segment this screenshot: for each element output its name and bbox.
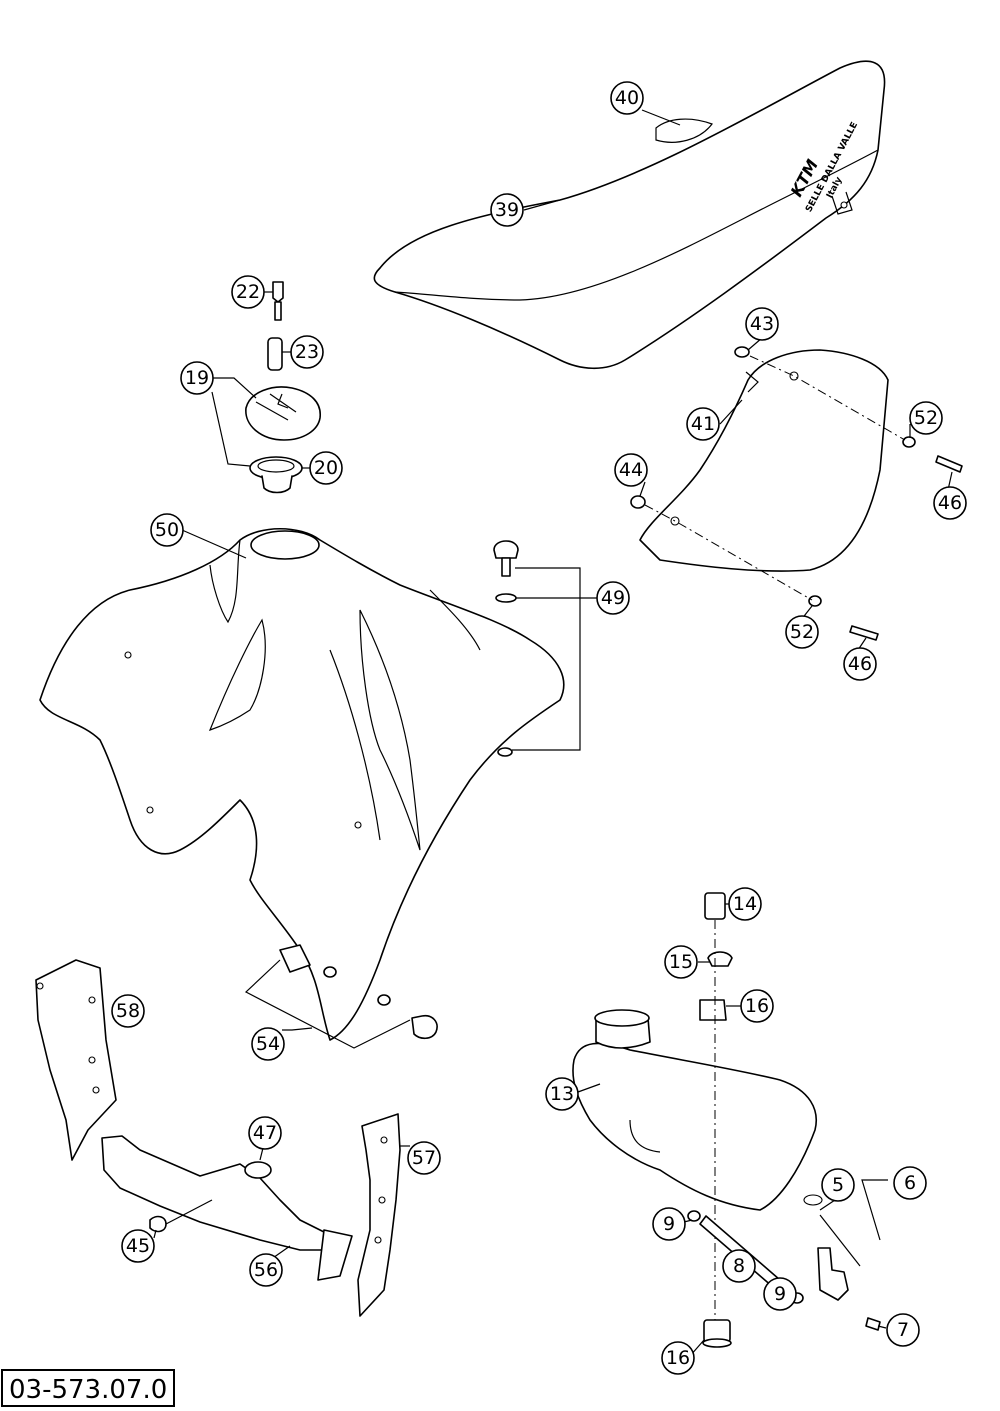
svg-text:14: 14 [733,893,757,915]
svg-text:54: 54 [256,1033,280,1055]
svg-text:5: 5 [832,1174,844,1196]
callout-14: 14 [728,887,762,921]
svg-text:58: 58 [116,1000,140,1022]
callout-52-upper: 52 [909,401,943,435]
fuel-cap-assembly [245,281,321,494]
svg-text:8: 8 [733,1255,745,1277]
screw-49 [493,540,600,757]
callout-56: 56 [249,1253,283,1287]
callout-9-left: 9 [652,1207,686,1241]
svg-text:40: 40 [615,87,639,109]
callout-49: 49 [596,581,630,615]
svg-text:45: 45 [126,1235,150,1257]
svg-text:56: 56 [254,1259,278,1281]
callout-9-right: 9 [763,1277,797,1311]
clip-nut-54 [244,944,438,1049]
callout-13: 13 [545,1077,579,1111]
drawing-number: 03-573.07.0 [1,1369,176,1407]
callout-41: 41 [686,407,720,441]
brackets [35,959,401,1317]
svg-text:13: 13 [550,1083,574,1105]
callout-7: 7 [886,1313,920,1347]
callout-47: 47 [248,1116,282,1150]
callout-15: 15 [664,945,698,979]
svg-text:43: 43 [750,313,774,335]
svg-text:41: 41 [691,413,715,435]
tank-spoiler [39,527,565,1041]
svg-text:49: 49 [601,587,625,609]
callout-5: 5 [821,1168,855,1202]
svg-text:52: 52 [790,621,814,643]
svg-text:9: 9 [774,1283,786,1305]
callout-54: 54 [251,1027,285,1061]
callout-8: 8 [722,1249,756,1283]
callout-22: 22 [231,275,265,309]
svg-text:44: 44 [619,459,643,481]
callout-46-lower: 46 [843,647,877,681]
callout-46-upper: 46 [933,486,967,520]
callout-50: 50 [150,513,184,547]
svg-text:19: 19 [185,367,209,389]
svg-text:20: 20 [314,457,338,479]
callout-43: 43 [745,307,779,341]
side-cover [630,346,963,641]
callout-52-lower: 52 [785,615,819,649]
svg-text:46: 46 [938,492,962,514]
fuel-tap-assembly [687,1210,881,1331]
svg-text:9: 9 [663,1213,675,1235]
svg-text:50: 50 [155,519,179,541]
callouts: 40 39 22 23 19 20 43 41 52 46 44 52 46 5… [111,81,967,1375]
svg-text:6: 6 [904,1172,916,1194]
svg-text:39: 39 [495,199,519,221]
svg-text:7: 7 [897,1319,909,1341]
svg-text:52: 52 [914,407,938,429]
callout-23: 23 [290,335,324,369]
callout-39: 39 [490,193,524,227]
seat: KTM SELLE DALLA VALLE Italy [373,60,886,370]
svg-text:15: 15 [669,951,693,973]
svg-text:46: 46 [848,653,872,675]
svg-text:23: 23 [295,341,319,363]
callout-16-upper: 16 [740,989,774,1023]
callout-6: 6 [893,1166,927,1200]
callout-44: 44 [614,453,648,487]
callout-45: 45 [121,1229,155,1263]
svg-text:47: 47 [253,1122,277,1144]
svg-text:22: 22 [236,281,260,303]
callout-19: 19 [180,361,214,395]
callout-57: 57 [407,1141,441,1175]
callout-40: 40 [610,81,644,115]
svg-text:16: 16 [666,1347,690,1369]
fuel-tank [572,892,823,1348]
callout-16-lower: 16 [661,1341,695,1375]
callout-58: 58 [111,994,145,1028]
callout-20: 20 [309,451,343,485]
svg-text:16: 16 [745,995,769,1017]
svg-text:57: 57 [412,1147,436,1169]
